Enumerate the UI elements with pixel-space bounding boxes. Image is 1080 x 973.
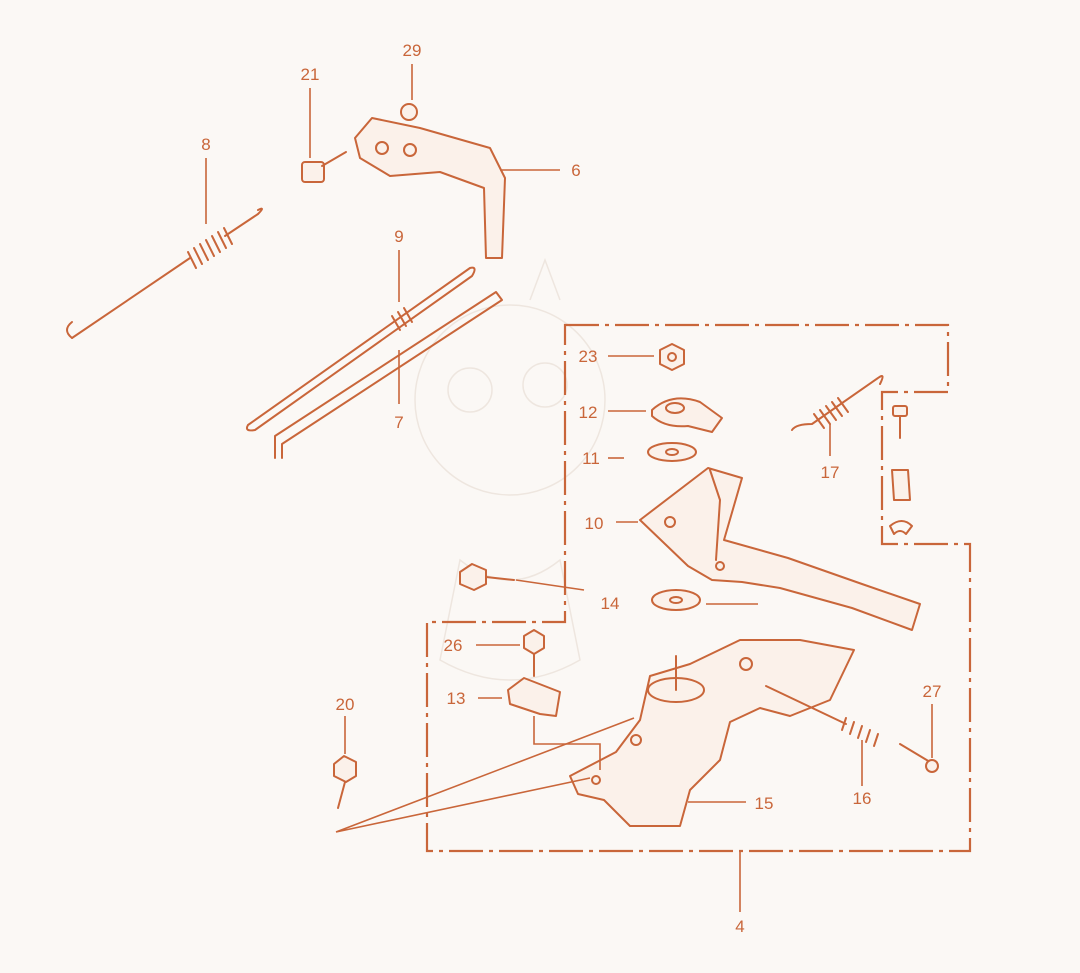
callout-23: 23 bbox=[579, 347, 598, 366]
callout-27: 27 bbox=[923, 682, 942, 701]
callout-12: 12 bbox=[579, 403, 598, 422]
part-21-bolt bbox=[301, 88, 347, 183]
assembly-frame-outline bbox=[425, 323, 972, 853]
part-26-bolt bbox=[476, 629, 545, 677]
callout-7: 7 bbox=[394, 413, 403, 432]
callout-10: 10 bbox=[585, 514, 604, 533]
part-8-spring-rod bbox=[66, 158, 263, 339]
callout-13: 13 bbox=[447, 689, 466, 708]
watermark-illustration bbox=[414, 257, 606, 681]
callout-8: 8 bbox=[201, 135, 210, 154]
flange-bolt bbox=[459, 563, 585, 591]
callout-29: 29 bbox=[403, 41, 422, 60]
part-14-washer bbox=[651, 589, 758, 611]
part-23-nut bbox=[608, 343, 685, 371]
small-screw bbox=[892, 405, 908, 439]
clip bbox=[889, 520, 913, 535]
callout-15: 15 bbox=[755, 794, 774, 813]
callout-21: 21 bbox=[301, 65, 320, 84]
part-10-control-lever bbox=[616, 467, 921, 631]
part-27-bolt bbox=[899, 704, 939, 773]
hex-spacer bbox=[891, 469, 911, 501]
callout-11: 11 bbox=[582, 449, 600, 468]
callout-20: 20 bbox=[336, 695, 355, 714]
callout-14: 14 bbox=[601, 594, 620, 613]
callout-4: 4 bbox=[735, 917, 744, 936]
part-7-rod bbox=[274, 291, 503, 459]
part-6-lever-bracket bbox=[354, 117, 560, 259]
part-17-spring bbox=[791, 375, 884, 456]
callout-9: 9 bbox=[394, 227, 403, 246]
part-13-clip bbox=[478, 677, 601, 770]
part-11-washer bbox=[608, 442, 697, 462]
callout-16: 16 bbox=[853, 789, 872, 808]
callout-17: 17 bbox=[821, 463, 840, 482]
part-15-base-plate bbox=[569, 639, 855, 827]
part-9-spring-rod bbox=[245, 250, 476, 432]
callout-26: 26 bbox=[444, 636, 463, 655]
part-16-spring bbox=[765, 685, 879, 786]
part-29-nut bbox=[400, 64, 418, 121]
part-20-bolt bbox=[333, 716, 635, 833]
part-12-cam-plate bbox=[608, 397, 723, 433]
callout-6: 6 bbox=[571, 161, 580, 180]
